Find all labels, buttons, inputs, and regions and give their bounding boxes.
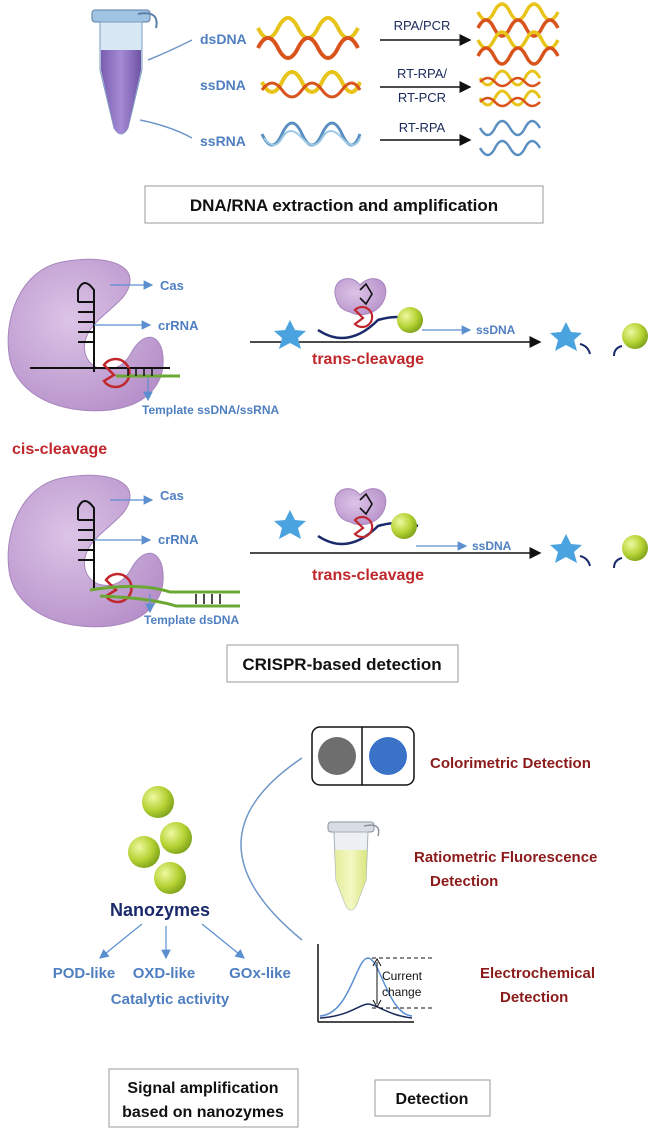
current-change-label-1: Current: [382, 969, 423, 983]
trans-cleavage-label-1: trans-cleavage: [312, 351, 424, 368]
section-extraction: dsDNA ssDNA ssRNA RPA/PCR RT-RPA/ RT-PCR…: [91, 2, 560, 224]
section-crispr: Cas crRNA Template ssDNA/ssRNA ssDNA tra…: [7, 258, 648, 683]
method-label-rt-rpa: RT-RPA/: [397, 66, 447, 81]
crrna-label-2: crRNA: [158, 532, 199, 547]
colorimetric-wells-icon: [311, 726, 415, 786]
released-star-icon: [550, 322, 582, 351]
electrochemical-plot-icon: [317, 944, 434, 1023]
released-quencher-icon: [622, 323, 648, 349]
quencher-ball-icon: [397, 307, 423, 333]
crispr-title: CRISPR-based detection: [242, 655, 441, 674]
ssdna-label-1: ssDNA: [476, 323, 516, 337]
signal-title-box: [108, 1068, 299, 1128]
row-label-dsdna: dsDNA: [200, 31, 247, 47]
section-nanozymes: Nanozymes POD-like OXD-like GOx-like Cat…: [53, 726, 597, 1128]
activity-gox: GOx-like: [229, 965, 291, 982]
fluorescence-tube-icon: [327, 821, 380, 911]
ssrna-helix-icon: [260, 121, 362, 147]
nanozymes-label: Nanozymes: [110, 900, 210, 920]
detection-title: Detection: [396, 1091, 469, 1108]
cas-label-1: Cas: [160, 278, 184, 293]
fluorescence-label-1: Ratiometric Fluorescence: [414, 849, 597, 866]
cas-protein-icon: [7, 258, 164, 412]
nanozyme-cluster-icon: [128, 786, 192, 894]
cis-cleavage-label: cis-cleavage: [12, 441, 107, 458]
signal-title-1: Signal amplification: [127, 1080, 278, 1097]
template-label-1: Template ssDNA/ssRNA: [142, 403, 279, 417]
extraction-title: DNA/RNA extraction and amplification: [190, 196, 498, 215]
trans-cleavage-label-2: trans-cleavage: [312, 567, 424, 584]
row-label-ssrna: ssRNA: [200, 133, 246, 149]
catalytic-activity-label: Catalytic activity: [111, 991, 230, 1008]
star-reporter-icon: [274, 320, 306, 349]
electrochemical-label-2: Detection: [500, 989, 568, 1006]
sample-tube-icon: [91, 9, 158, 135]
cas-protein-small-icon: [334, 278, 387, 316]
method-label-rt-pcr: RT-PCR: [398, 90, 446, 105]
electrochemical-label-1: Electrochemical: [480, 965, 595, 982]
ssdna-helix-icon: [260, 70, 362, 99]
template-label-2: Template dsDNA: [144, 613, 239, 627]
amplified-dsdna-icon: [476, 2, 560, 66]
detection-title-box: [374, 1079, 491, 1117]
crispr-title-box: [226, 644, 459, 683]
row-label-ssdna: ssDNA: [200, 77, 246, 93]
current-change-label-2: change: [382, 985, 422, 999]
colorimetric-label: Colorimetric Detection: [430, 755, 591, 772]
ssdna-label-2: ssDNA: [472, 539, 512, 553]
activity-oxd: OXD-like: [133, 965, 196, 982]
cas-protein-icon-2: [7, 474, 164, 628]
amplified-ssrna-icon: [478, 119, 542, 157]
fluorescence-label-2: Detection: [430, 873, 498, 890]
dsdna-helix-icon: [256, 16, 360, 60]
extraction-title-box: [144, 185, 544, 224]
crrna-label-1: crRNA: [158, 318, 199, 333]
activity-pod: POD-like: [53, 965, 116, 982]
signal-title-2: based on nanozymes: [122, 1104, 284, 1121]
method-label-rt-rpa-2: RT-RPA: [399, 120, 446, 135]
method-label-rpa-pcr: RPA/PCR: [394, 18, 451, 33]
amplified-ssdna-icon: [478, 69, 542, 108]
cas-label-2: Cas: [160, 488, 184, 503]
